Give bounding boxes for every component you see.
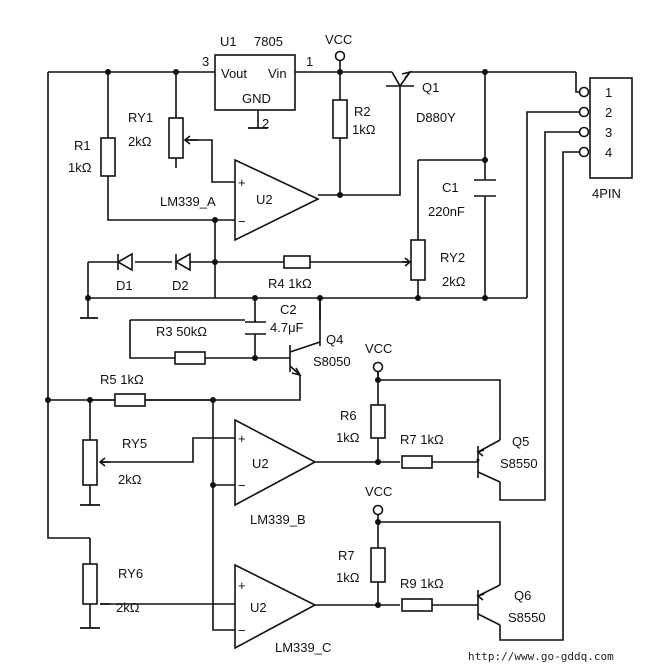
potentiometer-ry6: RY6 2kΩ <box>82 563 143 615</box>
capacitor-c2: C2 4.7μF <box>245 302 304 335</box>
q5-part: S8550 <box>500 456 538 471</box>
opamp-lm339-c: + − U2 LM339_C <box>234 563 331 655</box>
connector-4pin: 1 2 3 4 4PIN <box>578 77 633 201</box>
opamp-c-label: LM339_C <box>275 640 331 655</box>
q5-ref: Q5 <box>512 434 529 449</box>
q6-part: S8550 <box>508 610 546 625</box>
transistor-q4: Q4 S8050 <box>289 332 351 377</box>
q6-ref: Q6 <box>514 588 531 603</box>
capacitor-c1: C1 220nF <box>428 179 496 219</box>
r3-label: R3 50kΩ <box>156 324 207 339</box>
connector-pin-3: 3 <box>605 125 612 140</box>
r2-ref: R2 <box>354 104 371 119</box>
opamp-c-minus: − <box>238 623 246 638</box>
r6-value: 1kΩ <box>336 430 360 445</box>
regulator-part: 7805 <box>254 34 283 49</box>
ry6-value: 2kΩ <box>116 600 140 615</box>
q1-ref: Q1 <box>422 80 439 95</box>
opamp-lm339-a: + − U2 LM339_A <box>160 158 320 242</box>
resistor-r6: R6 1kΩ <box>336 404 386 445</box>
d1-label: D1 <box>116 278 133 293</box>
potentiometer-ry5: RY5 2kΩ <box>82 436 147 487</box>
transistor-q5: Q5 S8550 <box>476 434 538 483</box>
vcc-label-1: VCC <box>325 32 352 47</box>
resistor-r4: R4 1kΩ <box>268 255 312 291</box>
ry2-value: 2kΩ <box>442 274 466 289</box>
r7b-value: 1kΩ <box>336 570 360 585</box>
opamp-a-plus: + <box>238 175 246 190</box>
regulator-gnd-label: GND <box>242 91 271 106</box>
opamp-c-plus: + <box>238 578 246 593</box>
ry5-ref: RY5 <box>122 436 147 451</box>
r2-value: 1kΩ <box>352 122 376 137</box>
vcc-label-3: VCC <box>365 484 392 499</box>
regulator-pin3: 3 <box>202 54 209 69</box>
diode-d2: D2 <box>172 252 191 293</box>
ry2-ref: RY2 <box>440 250 465 265</box>
q1-part: D880Y <box>416 110 456 125</box>
ry1-ref: RY1 <box>128 110 153 125</box>
regulator-pin1: 1 <box>306 54 313 69</box>
diode-d1: D1 <box>116 252 133 293</box>
watermark-url: http://www.go-gddq.com <box>468 650 614 663</box>
r7a-label: R7 1kΩ <box>400 432 444 447</box>
resistor-r5: R5 1kΩ <box>100 372 146 407</box>
transistor-q6: Q6 S8550 <box>476 584 546 626</box>
potentiometer-ry2: RY2 2kΩ <box>402 239 466 289</box>
resistor-r2: R2 1kΩ <box>332 99 376 139</box>
vcc-label-2: VCC <box>365 341 392 356</box>
ry5-value: 2kΩ <box>118 472 142 487</box>
resistor-r9: R9 1kΩ <box>400 576 444 612</box>
vcc-terminals: VCC VCC VCC <box>325 32 392 516</box>
transistor-q1: Q1 D880Y <box>386 70 456 125</box>
opamp-b-plus: + <box>238 431 246 446</box>
r1-value: 1kΩ <box>68 160 92 175</box>
r1-ref: R1 <box>74 138 91 153</box>
opamp-b-minus: − <box>238 478 246 493</box>
opamp-a-minus: − <box>238 214 246 229</box>
connector-label: 4PIN <box>592 186 621 201</box>
ground-symbols <box>80 127 268 629</box>
regulator-vin-label: Vin <box>268 66 287 81</box>
opamp-c-name: U2 <box>250 600 267 615</box>
junctions <box>45 69 488 608</box>
r7b-ref: R7 <box>338 548 355 563</box>
regulator-pin2: 2 <box>262 116 269 131</box>
c1-ref: C1 <box>442 180 459 195</box>
r6-ref: R6 <box>340 408 357 423</box>
c2-value: 4.7μF <box>270 320 304 335</box>
q4-part: S8050 <box>313 354 351 369</box>
opamp-b-name: U2 <box>252 456 269 471</box>
connector-pin-2: 2 <box>605 105 612 120</box>
resistor-r7-first: R7 1kΩ <box>400 432 444 469</box>
opamp-lm339-b: + − U2 LM339_B <box>234 418 317 527</box>
ry6-ref: RY6 <box>118 566 143 581</box>
c1-value: 220nF <box>428 204 465 219</box>
regulator-ref: U1 <box>220 34 237 49</box>
opamp-b-label: LM339_B <box>250 512 306 527</box>
regulator-vout-label: Vout <box>221 66 247 81</box>
c2-ref: C2 <box>280 302 297 317</box>
opamp-a-name: U2 <box>256 192 273 207</box>
connector-pin-1: 1 <box>605 85 612 100</box>
resistor-r7-second: R7 1kΩ <box>336 547 386 585</box>
q4-ref: Q4 <box>326 332 343 347</box>
r5-label: R5 1kΩ <box>100 372 144 387</box>
connector-pin-4: 4 <box>605 145 612 160</box>
resistor-r1: R1 1kΩ <box>68 137 116 177</box>
r4-label: R4 1kΩ <box>268 276 312 291</box>
r9-label: R9 1kΩ <box>400 576 444 591</box>
resistor-r3: R3 50kΩ <box>156 324 207 365</box>
d2-label: D2 <box>172 278 189 293</box>
regulator-7805: U1 7805 Vout Vin GND 3 1 2 <box>202 34 313 131</box>
potentiometer-ry1: RY1 2kΩ <box>128 110 198 159</box>
opamp-a-label: LM339_A <box>160 194 216 209</box>
ry1-value: 2kΩ <box>128 134 152 149</box>
